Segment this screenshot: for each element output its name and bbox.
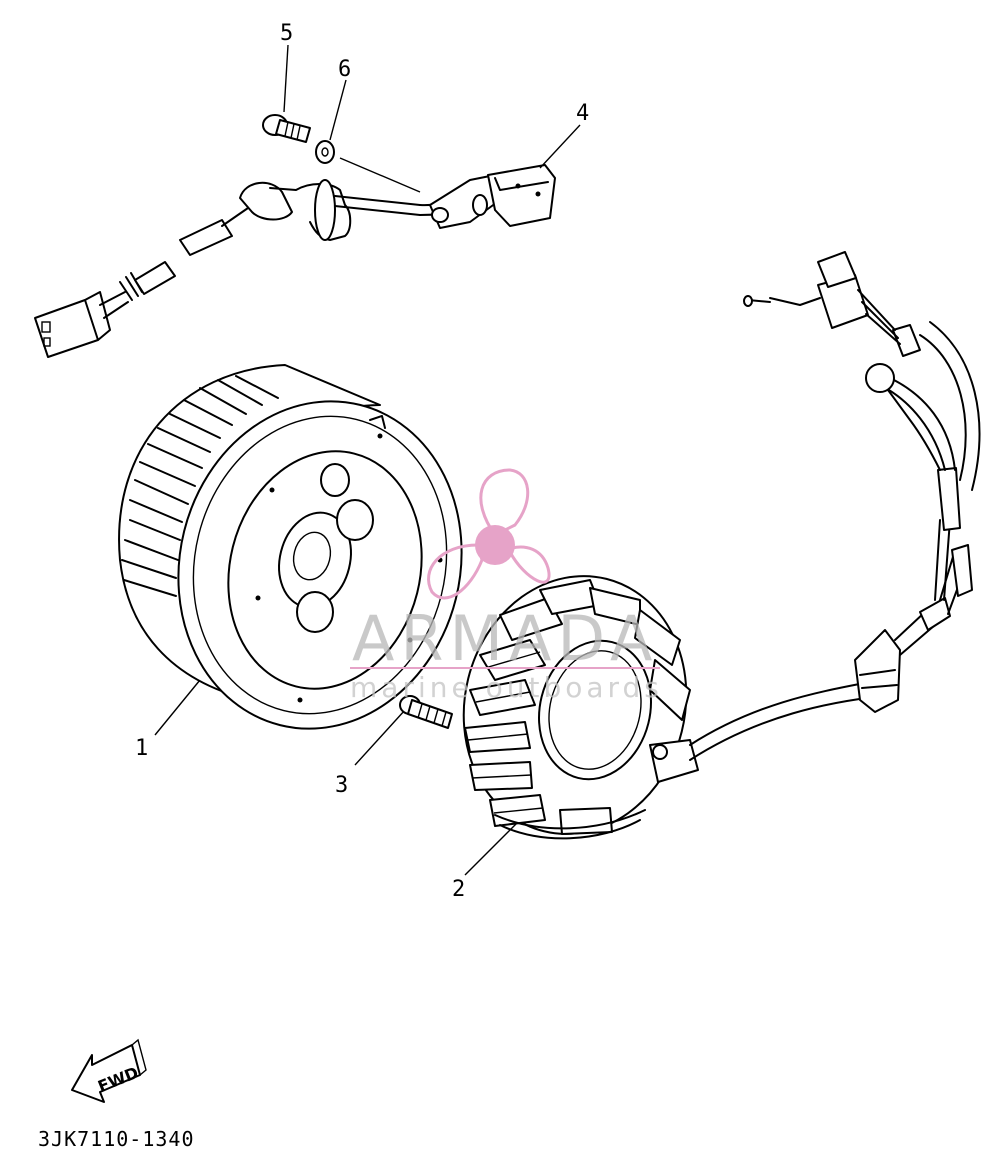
stator-harness <box>689 251 981 761</box>
label-part-1: 1 <box>135 736 148 761</box>
label-part-4: 4 <box>576 101 589 126</box>
diagram-code: 3JK7110-1340 <box>38 1127 195 1151</box>
flywheel-rotor-part-1 <box>118 364 463 730</box>
label-part-5: 5 <box>280 21 293 46</box>
stator-part-2 <box>462 575 699 840</box>
watermark-tagline: marine outboards <box>350 671 663 704</box>
label-part-2: 2 <box>452 877 465 902</box>
fwd-arrow-icon: FWD <box>71 1038 147 1103</box>
pickup-coil-harness <box>34 164 556 358</box>
watermark-brand: ARMADA <box>352 602 658 675</box>
propeller-logo-icon <box>427 468 551 600</box>
label-part-3: 3 <box>335 773 348 798</box>
washer-part-6 <box>315 140 335 164</box>
bolt-part-3 <box>399 695 453 729</box>
watermark: ARMADA marine outboards <box>350 468 663 704</box>
label-part-6: 6 <box>338 57 351 82</box>
bolt-part-5 <box>262 114 311 143</box>
